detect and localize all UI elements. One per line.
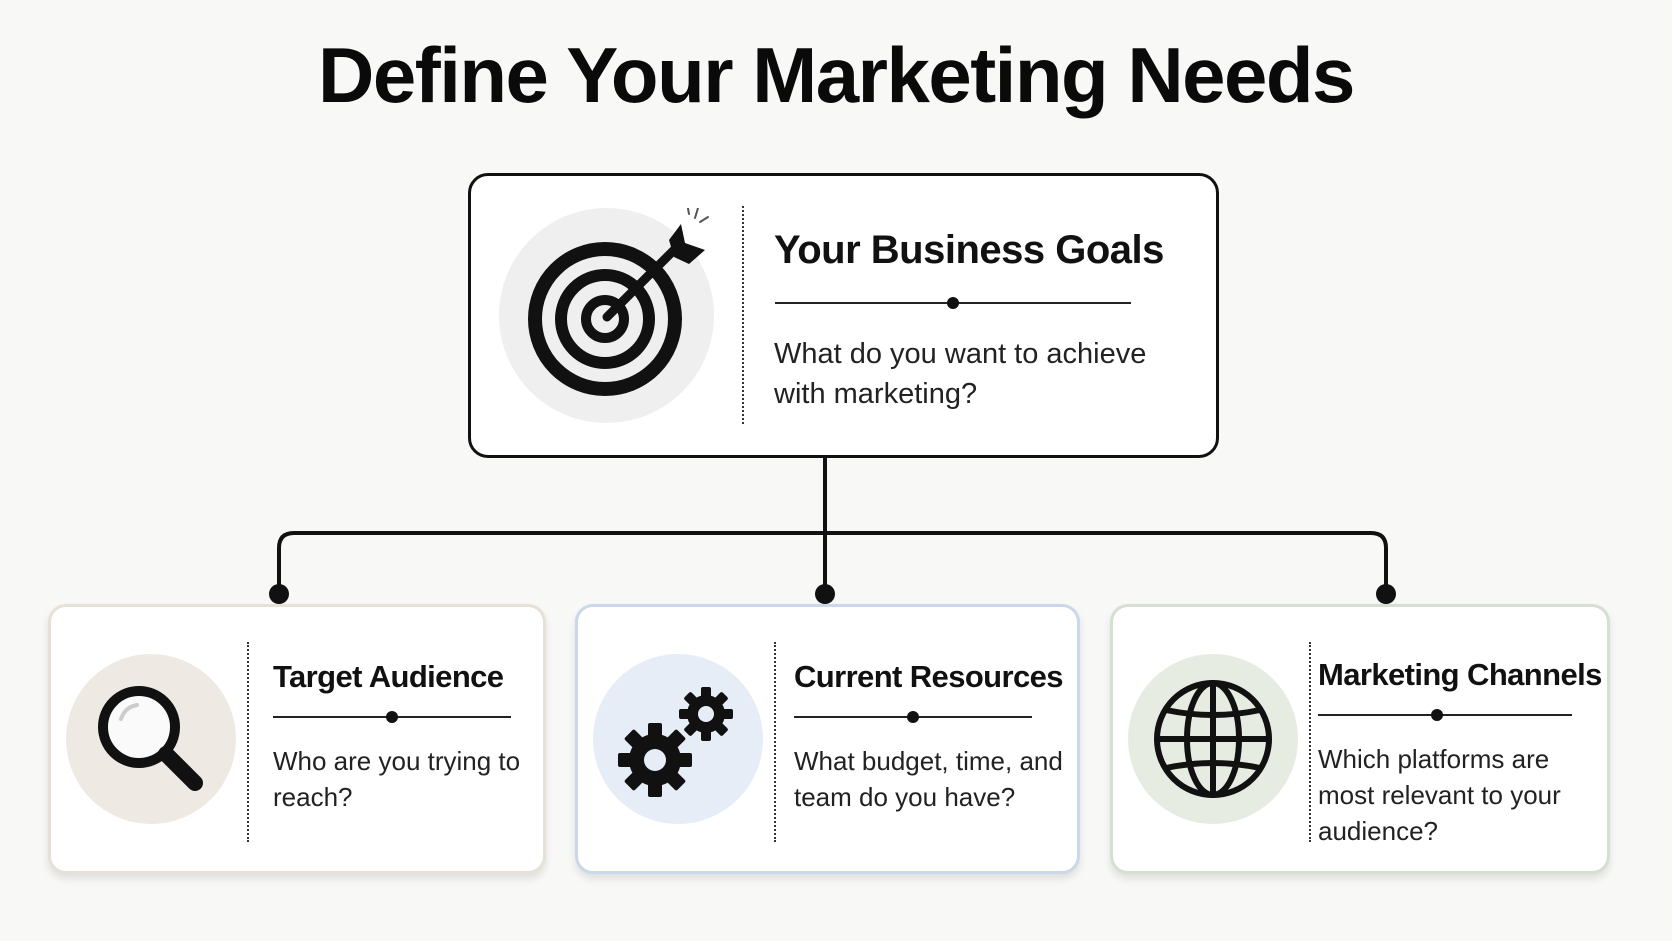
card-title: Your Business Goals xyxy=(774,228,1164,272)
connector-dot-left xyxy=(269,584,289,604)
magnifying-glass-icon xyxy=(98,686,203,791)
title-divider xyxy=(1318,709,1572,721)
card-title: Current Resources xyxy=(794,659,1064,694)
vertical-divider xyxy=(1309,642,1311,842)
title-divider xyxy=(794,711,1032,723)
card-description: What budget, time, and team do you have? xyxy=(794,746,1063,812)
title-divider xyxy=(775,297,1131,309)
vertical-divider xyxy=(774,642,776,842)
page-title: Define Your Marketing Needs xyxy=(318,31,1355,119)
gears-icon-circle xyxy=(593,654,763,824)
card-title: Marketing Channels xyxy=(1318,657,1602,692)
connector-dot-right xyxy=(1376,584,1396,604)
search-icon-circle xyxy=(66,654,236,824)
globe-icon-circle xyxy=(1128,654,1298,824)
gears-icon xyxy=(618,687,733,797)
vertical-divider xyxy=(742,206,744,424)
business-goals-card: Your Business Goals What do you want to … xyxy=(468,173,1219,458)
title-divider xyxy=(273,711,511,723)
vertical-divider xyxy=(247,642,249,842)
connector-dot-center xyxy=(815,584,835,604)
marketing-channels-card: Marketing Channels Which platforms are m… xyxy=(1110,604,1610,874)
card-description: Who are you trying to reach? xyxy=(273,746,521,812)
card-title: Target Audience xyxy=(273,659,504,694)
target-with-arrow-icon xyxy=(528,208,709,396)
target-audience-card: Target Audience Who are you trying to re… xyxy=(48,604,546,874)
connector-branch xyxy=(277,531,1388,596)
card-description: Which platforms are most relevant to you… xyxy=(1318,744,1561,846)
target-icon-circle xyxy=(499,208,714,423)
card-description: What do you want to achieve with marketi… xyxy=(774,338,1147,410)
current-resources-card: Current Resources What budget, time, and… xyxy=(575,604,1080,874)
globe-icon xyxy=(1154,680,1272,798)
